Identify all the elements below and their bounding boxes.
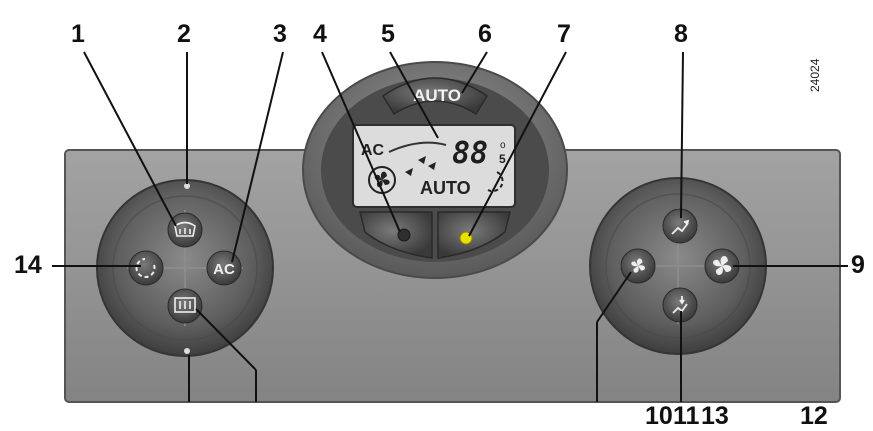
lcd-mode: AUTO bbox=[420, 178, 471, 198]
lcd-unit-mark: o bbox=[500, 140, 506, 151]
callout-14: 14 bbox=[14, 251, 42, 279]
air-to-feet-icon bbox=[672, 296, 688, 314]
callout-9: 9 bbox=[851, 251, 865, 279]
left-knob-top-marker bbox=[184, 183, 190, 189]
leader-12 bbox=[195, 308, 257, 371]
leader-6 bbox=[461, 51, 488, 94]
lcd-recirculation-icon bbox=[487, 171, 504, 193]
leader-lines bbox=[52, 51, 848, 402]
leader-7 bbox=[468, 51, 567, 237]
leader-8 bbox=[680, 51, 684, 219]
callout-11: 11 bbox=[673, 402, 700, 430]
callout-7: 7 bbox=[557, 20, 571, 48]
right-lower-button[interactable] bbox=[437, 211, 511, 259]
callout-12: 12 bbox=[800, 402, 828, 430]
recirculation-button[interactable] bbox=[128, 250, 164, 286]
leader-3 bbox=[231, 51, 284, 263]
lcd-airflow-arc bbox=[388, 141, 447, 153]
leader-5 bbox=[389, 51, 439, 139]
callout-1: 1 bbox=[71, 20, 85, 48]
callout-2: 2 bbox=[177, 20, 191, 48]
leader-4 bbox=[321, 51, 401, 233]
ac-button-label: AC bbox=[213, 261, 235, 278]
windscreen-demist-icon bbox=[174, 221, 196, 237]
lcd-decimal: 5 bbox=[499, 152, 506, 166]
lcd-airflow-arrows bbox=[405, 156, 436, 176]
fan-low-icon bbox=[631, 258, 646, 273]
left-lower-button-led bbox=[397, 228, 411, 242]
fan-high-icon bbox=[713, 255, 732, 275]
left-knob-ring bbox=[112, 195, 258, 341]
left-knob-bottom-marker bbox=[184, 348, 190, 354]
figure-code: 24024 bbox=[808, 58, 822, 92]
leader-1 bbox=[83, 51, 177, 227]
air-to-face-icon bbox=[671, 219, 690, 235]
left-lower-button[interactable] bbox=[359, 211, 433, 259]
recirculation-icon bbox=[135, 258, 156, 278]
callout-6: 6 bbox=[478, 20, 492, 48]
callout-3: 3 bbox=[273, 20, 287, 48]
callout-10: 10 bbox=[645, 402, 673, 430]
callout-4: 4 bbox=[313, 20, 327, 48]
lcd-temperature: 88 bbox=[452, 136, 488, 171]
air-to-face-button[interactable] bbox=[662, 208, 698, 244]
rear-defrost-icon bbox=[174, 297, 196, 313]
callout-5: 5 bbox=[381, 20, 395, 48]
callout-8: 8 bbox=[674, 20, 688, 48]
leader-10 bbox=[596, 271, 632, 323]
callout-13: 13 bbox=[701, 402, 729, 430]
auto-button-label: AUTO bbox=[413, 86, 461, 105]
